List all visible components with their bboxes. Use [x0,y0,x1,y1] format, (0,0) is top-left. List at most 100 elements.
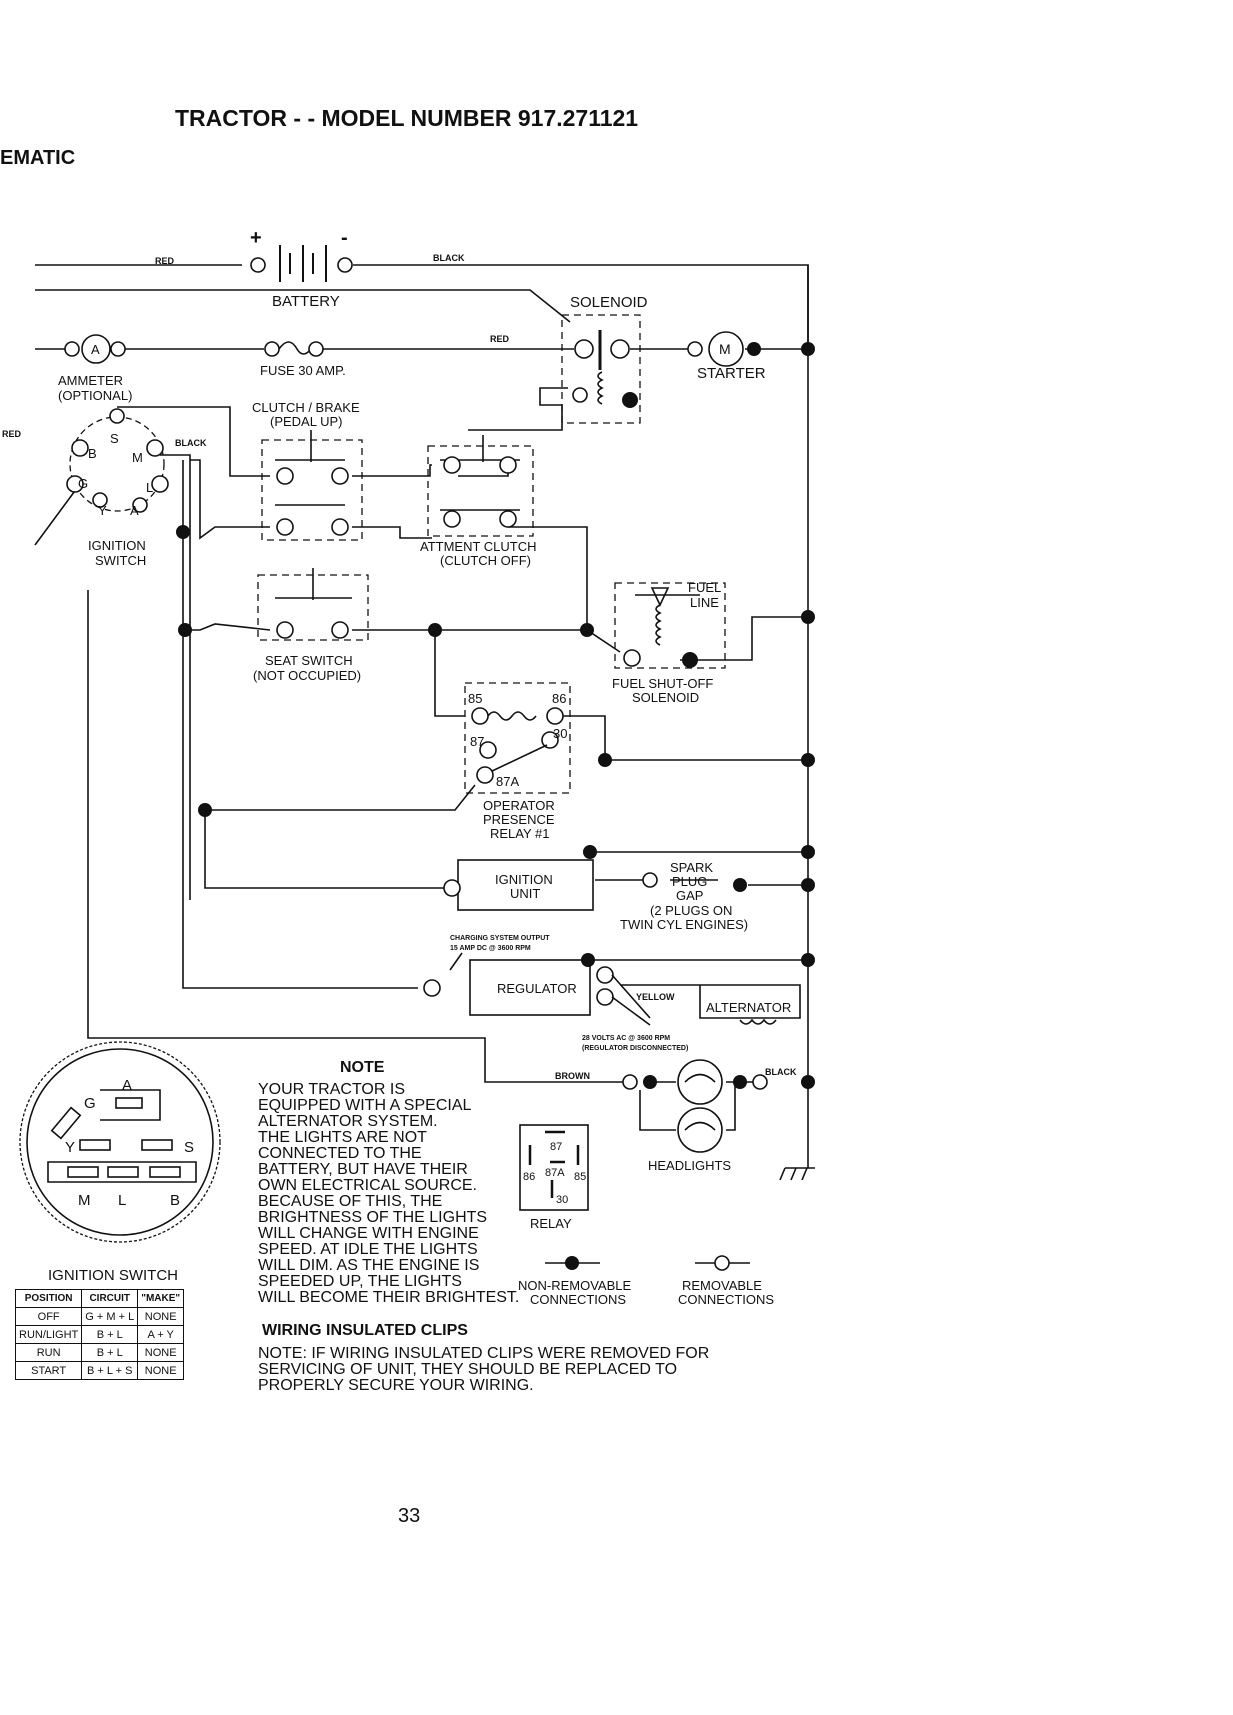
relay-face-pin-86: 86 [523,1171,535,1183]
wire-color-red-switch: RED [2,429,22,439]
table-cell: A + Y [137,1325,185,1344]
note-line: EQUIPPED WITH A SPECIAL [258,1097,471,1114]
clips-line: NOTE: IF WIRING INSULATED CLIPS WERE REM… [258,1345,709,1362]
table-cell: NONE [137,1343,185,1362]
legend-non-removable-2: CONNECTIONS [530,1292,626,1307]
operator-relay-label-2: PRESENCE [483,812,555,827]
spark-note: (2 PLUGS ON [650,903,732,918]
note-line: ALTERNATOR SYSTEM. [258,1113,438,1130]
battery-symbol [250,245,353,282]
operator-relay-label: OPERATOR [483,798,555,813]
legend-removable: REMOVABLE [682,1278,762,1293]
alternator-label: ALTERNATOR [706,1000,791,1015]
fuel-shutoff-solenoid [614,582,815,669]
wire-color-black-lights: BLACK [765,1067,797,1077]
note-line: WILL CHANGE WITH ENGINE [258,1225,479,1242]
ignition-unit-label-2: UNIT [510,886,540,901]
table-cell: B + L + S [81,1361,139,1380]
ignition-unit-label: IGNITION [495,872,553,887]
switch-face-b: B [170,1192,180,1209]
wire-color-yellow: YELLOW [636,992,675,1002]
solenoid-coil [572,371,638,408]
switch-face-title: IGNITION SWITCH [48,1267,178,1284]
table-cell: NONE [137,1307,185,1326]
switch-terminal-g: G [78,476,88,491]
note-text: YOUR TRACTOR IS EQUIPPED WITH A SPECIAL … [258,1081,519,1306]
clutch-brake-sub: (PEDAL UP) [270,414,342,429]
battery-minus: - [341,227,348,249]
fuse-symbol [264,341,324,357]
table-header: CIRCUIT [81,1289,139,1308]
clips-line: PROPERLY SECURE YOUR WIRING. [258,1377,534,1394]
clutch-brake-switch [261,430,363,541]
starter-label: STARTER [697,365,766,382]
headlights-label: HEADLIGHTS [648,1158,731,1173]
operator-relay-label-3: RELAY #1 [490,826,550,841]
alt-volts-label: 28 VOLTS AC @ 3600 RPM [582,1035,670,1042]
switch-face-y: Y [65,1139,75,1156]
fuse-label: FUSE 30 AMP. [260,363,346,378]
ignition-switch-label: IGNITION [88,538,146,553]
note-line: WILL DIM. AS THE ENGINE IS [258,1257,479,1274]
switch-terminal-y: Y [98,503,107,518]
switch-terminal-l: L [146,480,153,495]
starter-symbol [687,331,815,367]
connection-legend [545,1255,750,1271]
solenoid-terminal-2 [610,339,630,359]
switch-face-s: S [184,1139,194,1156]
note-line: SPEEDED UP, THE LIGHTS [258,1273,462,1290]
solenoid-terminal-1 [574,339,594,359]
attachment-clutch-sub: (CLUTCH OFF) [440,553,531,568]
table-cell: RUN/LIGHT [14,1325,83,1344]
page-title: TRACTOR - - MODEL NUMBER 917.271121 [175,105,638,131]
ignition-switch-symbol [66,408,169,513]
table-header-row: POSITION CIRCUIT "MAKE" [14,1289,185,1308]
table-cell: START [14,1361,83,1380]
note-line: SPEED. AT IDLE THE LIGHTS [258,1241,478,1258]
page-number: 33 [398,1505,420,1527]
switch-terminal-a: A [130,503,139,518]
table-cell: G + M + L [81,1307,139,1326]
note-line: BATTERY, BUT HAVE THEIR [258,1161,468,1178]
ignition-switch-face [19,1041,221,1243]
table-header: POSITION [14,1289,83,1308]
attachment-clutch-switch [427,435,534,537]
relay-face [519,1124,589,1211]
attachment-clutch-label: ATTMENT CLUTCH [420,539,537,554]
relay-face-pin-87: 87 [550,1141,562,1153]
relay-face-pin-87a: 87A [545,1167,565,1179]
relay-pin-85: 85 [468,691,482,706]
note-line: CONNECTED TO THE [258,1145,422,1162]
seat-switch-sub: (NOT OCCUPIED) [253,668,361,683]
legend-removable-2: CONNECTIONS [678,1292,774,1307]
starter-symbol-letter: M [719,341,731,357]
alt-volts-label-2: (REGULATOR DISCONNECTED) [582,1045,688,1052]
ammeter-optional: (OPTIONAL) [58,388,132,403]
switch-face-g: G [84,1095,96,1112]
ammeter-symbol-letter: A [91,342,100,357]
relay-pin-87a: 87A [496,774,519,789]
relay-label: RELAY [530,1216,572,1231]
fuel-shutoff-label: FUEL SHUT-OFF [612,676,713,691]
table-cell: B + L [81,1343,139,1362]
seat-switch-label: SEAT SWITCH [265,653,353,668]
relay-face-pin-85: 85 [574,1171,586,1183]
spark-note-2: TWIN CYL ENGINES) [620,917,748,932]
ammeter-symbol [64,334,126,364]
fuel-line-label-2: LINE [690,595,719,610]
note-heading: NOTE [340,1059,385,1076]
note-line: WILL BECOME THEIR BRIGHTEST. [258,1289,519,1306]
relay-face-pin-30: 30 [556,1194,568,1206]
operator-presence-relay [198,682,815,817]
spark-plug-label-3: GAP [676,888,703,903]
table-cell: OFF [14,1307,83,1326]
wire-color-brown: BROWN [555,1071,590,1081]
switch-position-table: POSITION CIRCUIT "MAKE" OFF G + M + L NO… [14,1289,185,1380]
switch-terminal-m: M [132,450,143,465]
switch-face-a: A [122,1077,132,1094]
headlights [622,1059,815,1153]
spark-plug-label-2: PLUG [672,874,707,889]
table-row: RUN/LIGHT B + L A + Y [14,1325,185,1344]
